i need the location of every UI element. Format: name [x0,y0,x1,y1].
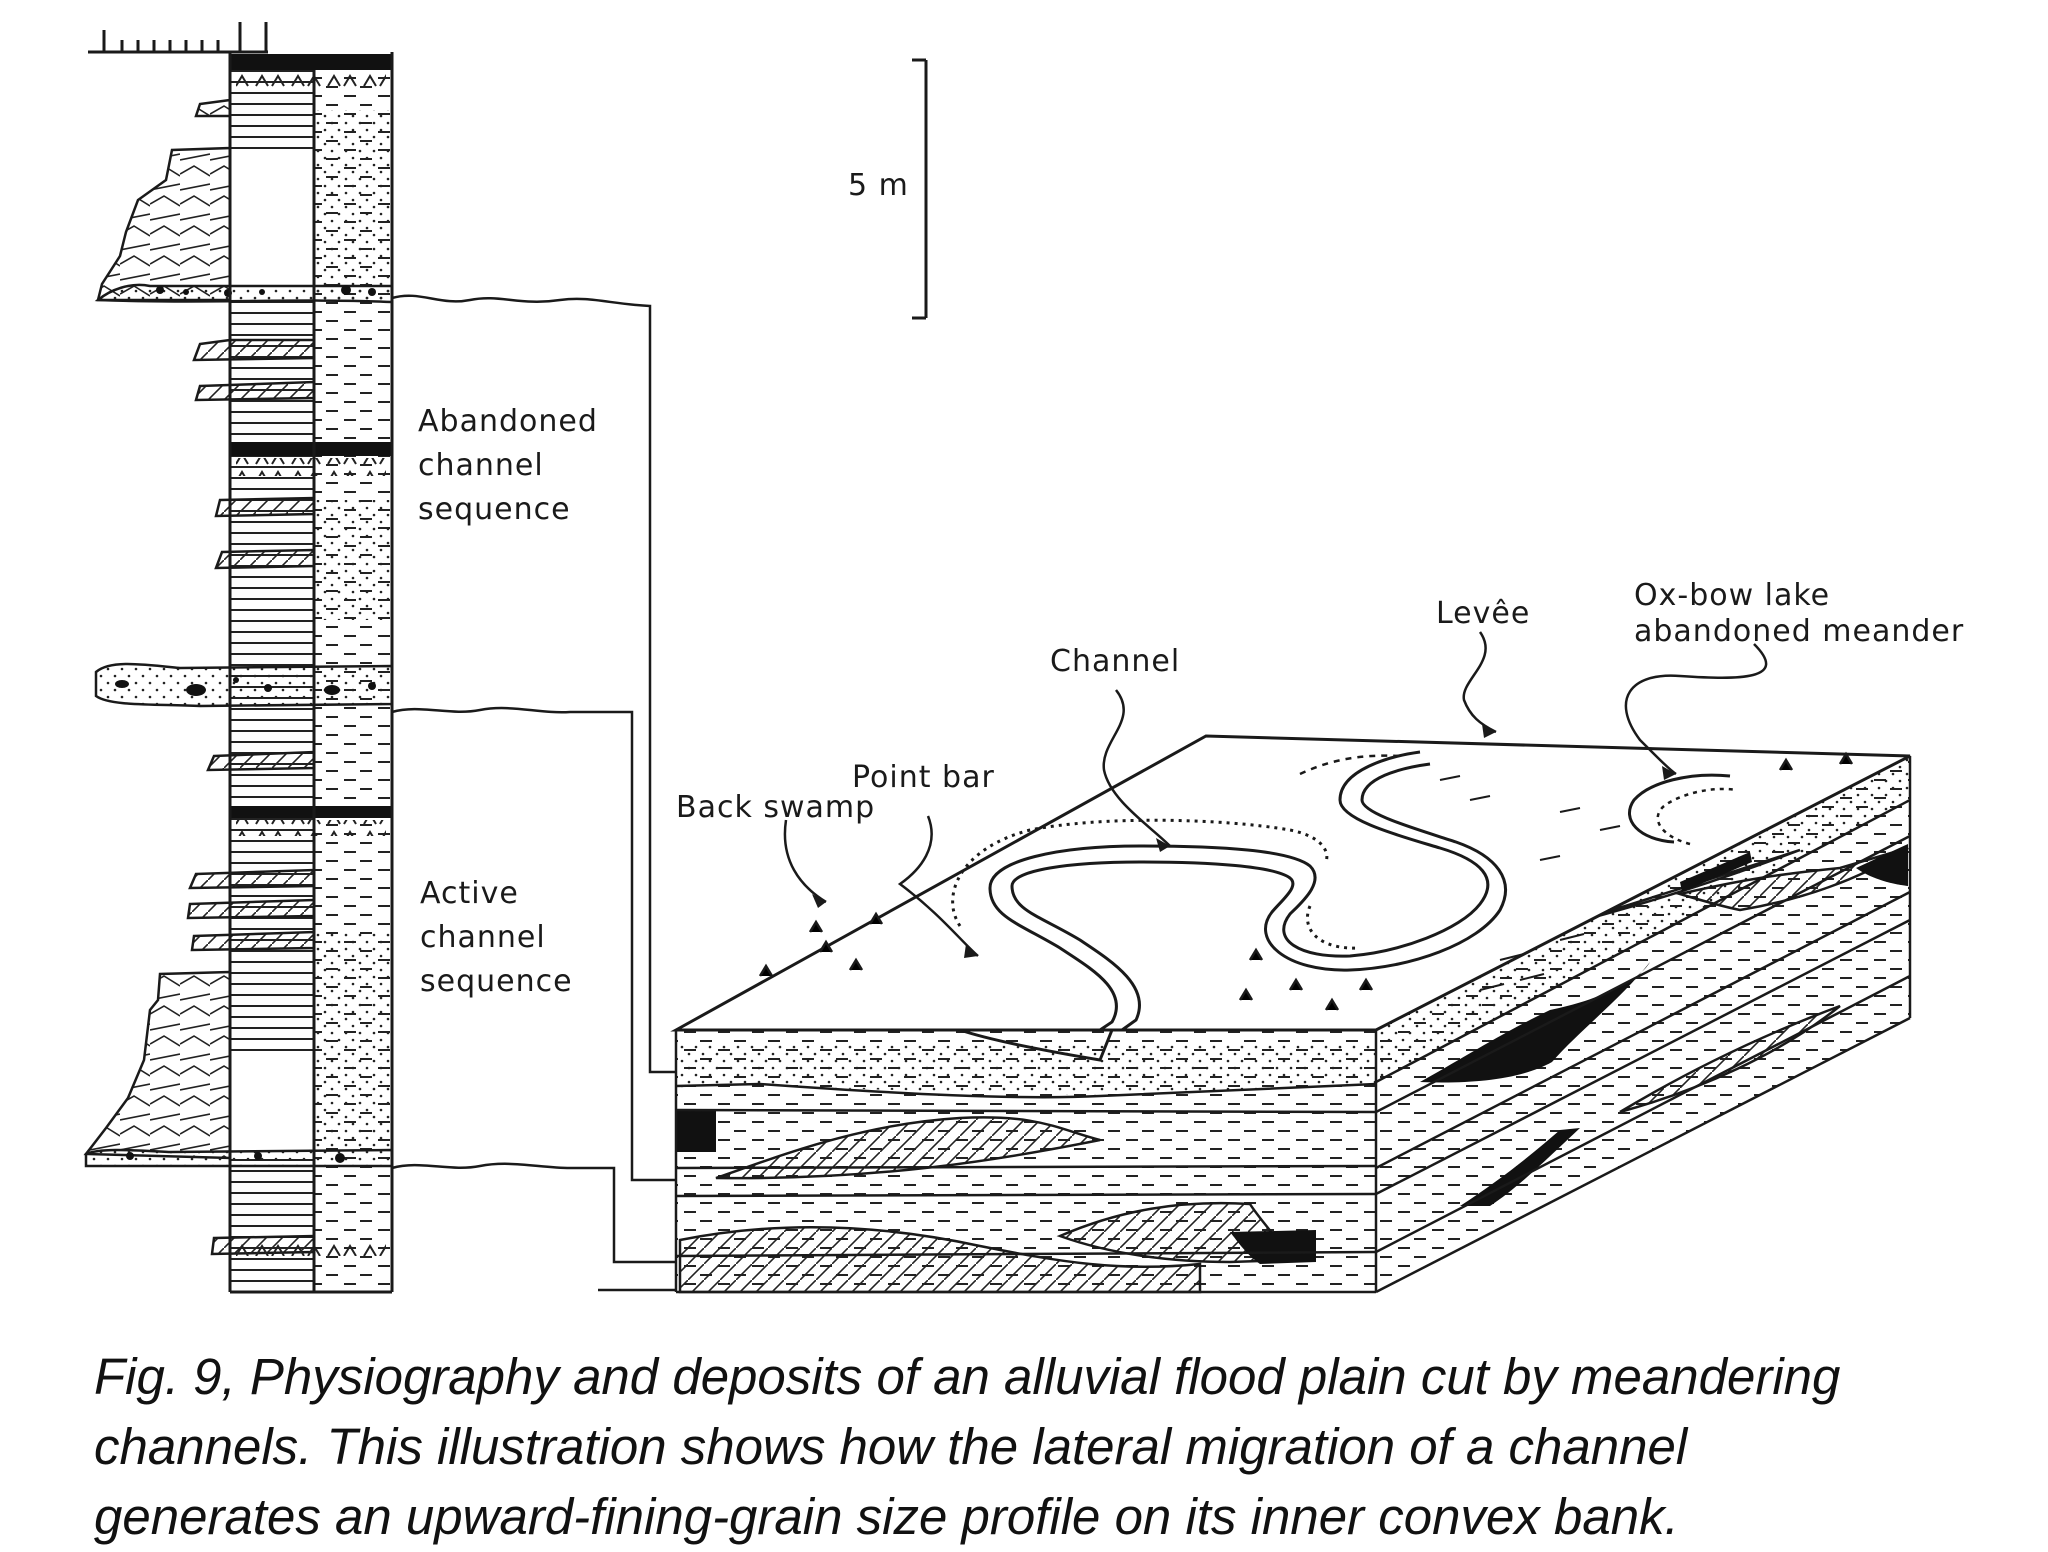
caption-line-3: generates an upward-fining-grain size pr… [94,1488,1679,1545]
caption-line-2: channels. This illustration shows how th… [94,1418,1688,1475]
profile-upper [96,72,232,302]
active-channel-sequence-label: Active channel sequence [420,872,573,1004]
block-top-surface [670,734,1911,1062]
pebble-lag-upper [94,283,394,304]
abandoned-label-line-2: channel [418,448,544,483]
oxbow-label-line-2: abandoned meander [1634,614,1965,649]
scale-bar-label: 5 m [848,168,909,203]
caption-line-1: Fig. 9, Physiography and deposits of an … [94,1348,1841,1405]
point-bar-label: Point bar [852,760,995,795]
figure-illustration [83,22,1912,1294]
profile-lower [83,970,232,1160]
oxbow-lake [1628,773,1731,844]
active-label-line-1: Active [420,876,519,911]
block-front-face [674,1028,1377,1294]
oxbow-label-line-1: Ox-bow lake [1634,578,1831,613]
stratigraphic-column [83,22,394,1294]
levee-label: Levêe [1436,596,1531,631]
abandoned-label-line-1: Abandoned [418,404,598,439]
meander-channel [988,750,1490,1032]
correlation-lines [391,294,676,1292]
grain-size-scale [88,22,268,54]
back-swamp-label: Back swamp [676,790,876,825]
abandoned-label-line-3: sequence [418,492,571,527]
abandoned-channel-sequence-label: Abandoned channel sequence [418,400,598,532]
pebble-lag-middle [94,662,394,708]
figure-caption: Fig. 9, Physiography and deposits of an … [94,1342,1974,1552]
active-label-line-3: sequence [420,964,573,999]
active-label-line-2: channel [420,920,546,955]
oxbow-lake-label: Ox-bow lake abandoned meander [1634,578,1964,650]
scale-bar [912,58,928,320]
block-diagram [670,734,1912,1294]
channel-label: Channel [1050,644,1181,679]
leader-lines [783,631,1768,957]
block-side-face [1374,756,1912,1294]
